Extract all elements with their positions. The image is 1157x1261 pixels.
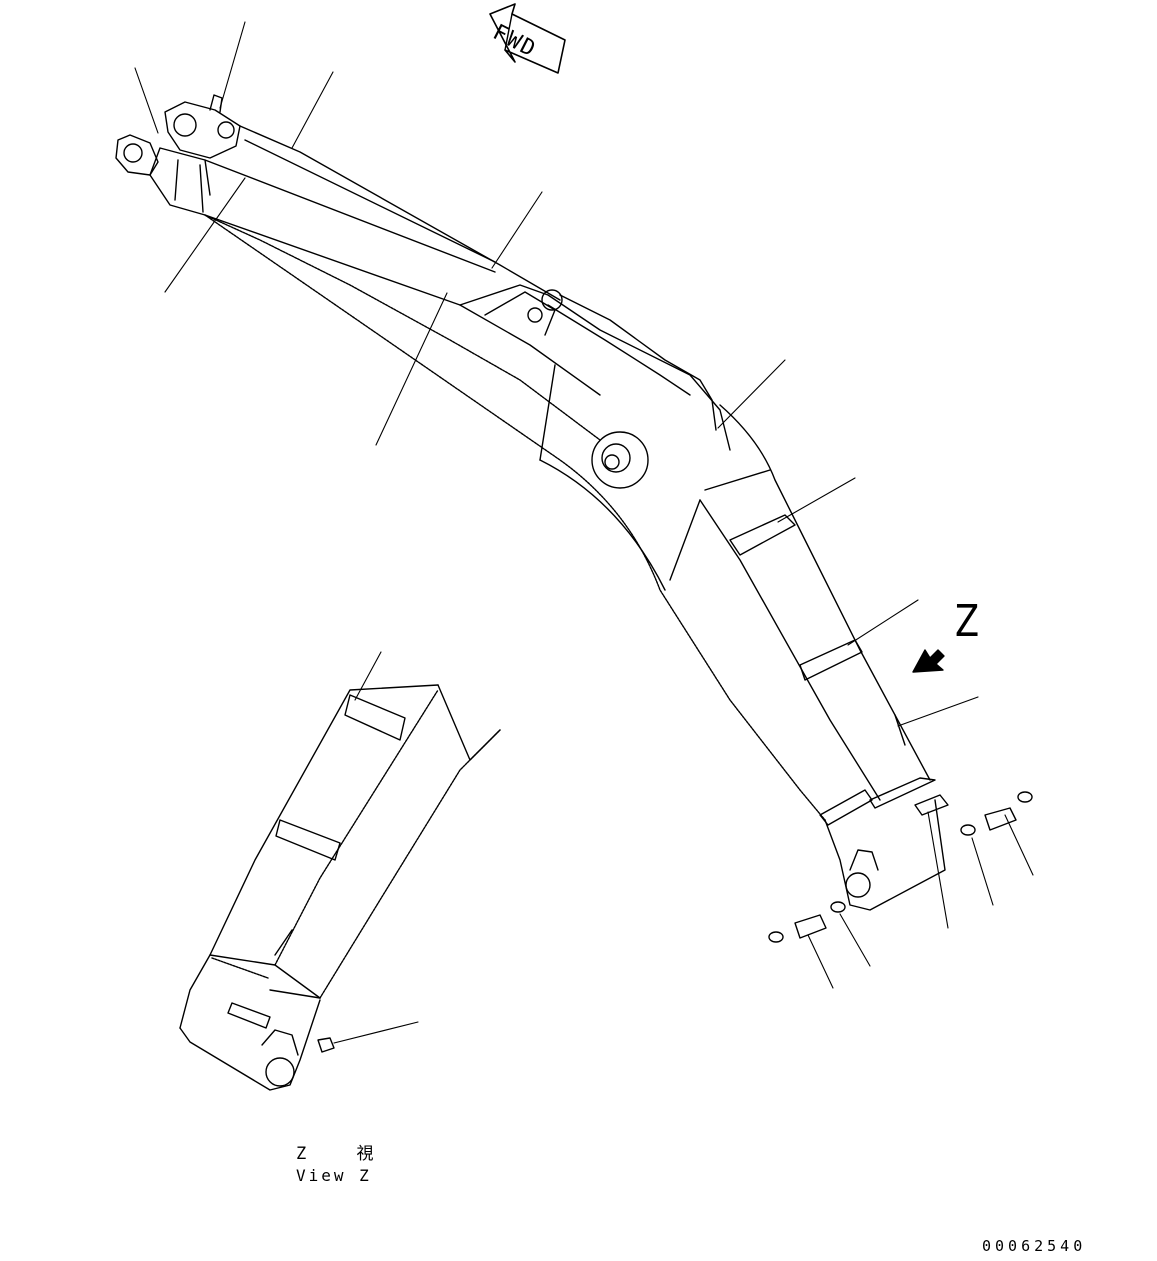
boom-upper-section <box>149 125 601 396</box>
boom-pivot-boss <box>591 431 649 489</box>
bushing-set-left <box>768 901 846 943</box>
view-z-leader-lines <box>333 651 419 1044</box>
view-z-arrow-label: Z <box>955 596 980 647</box>
fwd-arrow-marker <box>489 3 566 74</box>
view-z-detail <box>179 684 501 1091</box>
boom-foot <box>824 794 949 911</box>
view-caption-japanese: Z 視 <box>296 1144 394 1164</box>
view-z-arrow <box>912 649 945 673</box>
boom-main-view <box>115 94 949 911</box>
boom-tip <box>115 94 241 196</box>
bushing-set-right <box>960 791 1033 836</box>
leader-lines <box>134 21 1034 989</box>
view-caption-english: View Z <box>296 1166 372 1185</box>
drawing-number: 00062540 <box>982 1237 1087 1255</box>
